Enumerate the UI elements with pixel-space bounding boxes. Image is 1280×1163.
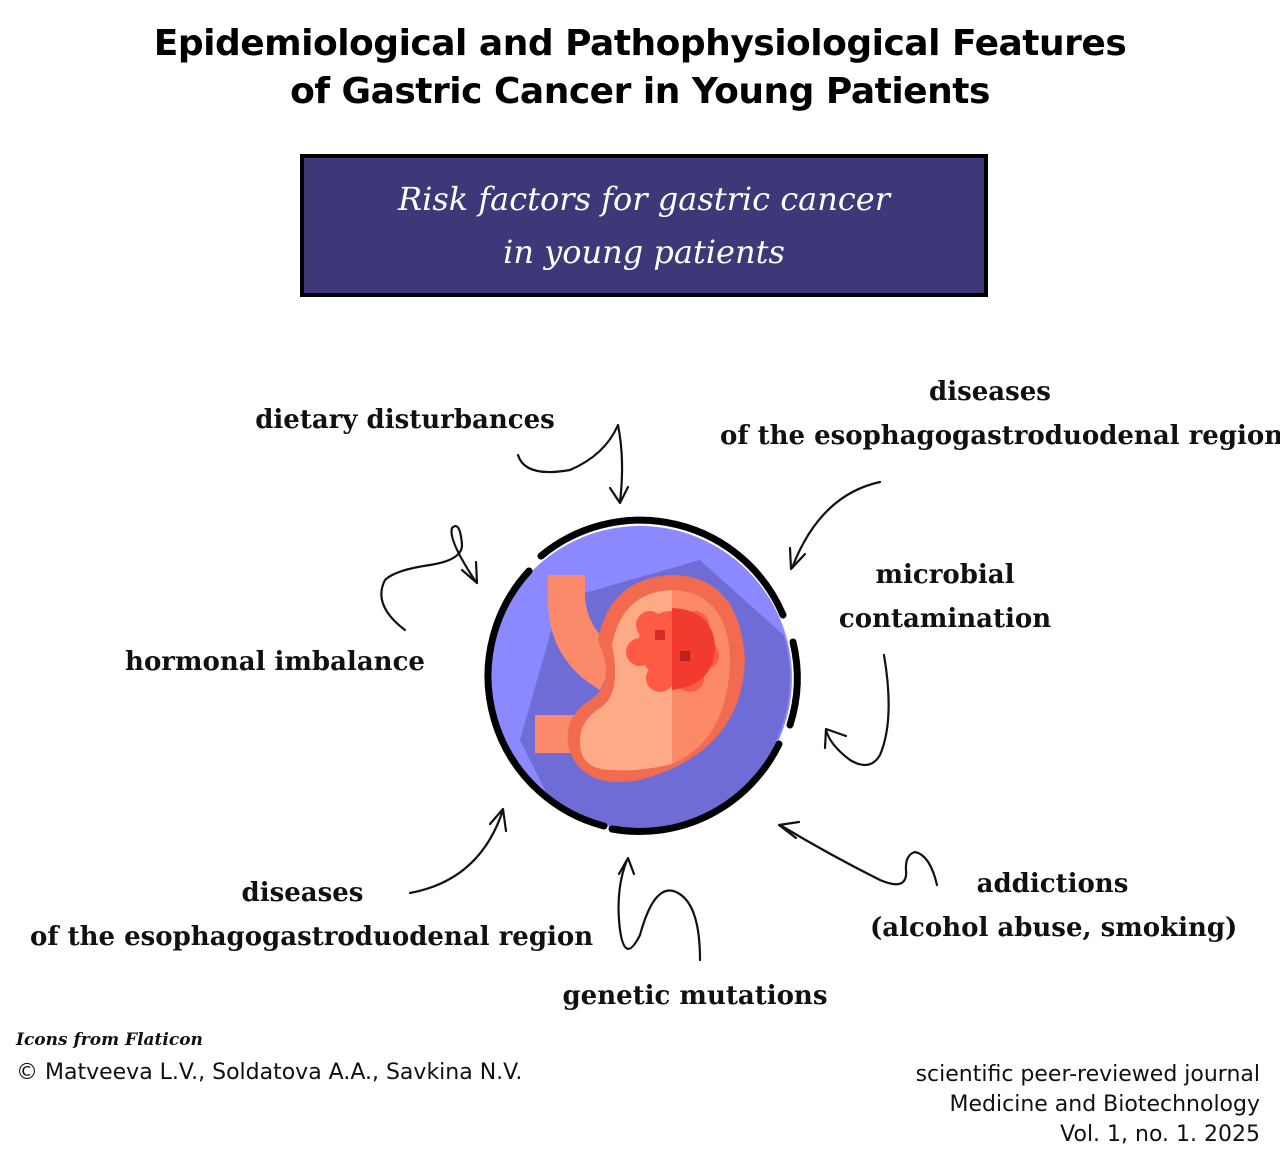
title-line-1: Epidemiological and Pathophysiological F… — [153, 23, 1127, 64]
label-esophago-top-line-2: of the esophagogastroduodenal region — [720, 421, 1280, 451]
label-microbial-line-1: microbial — [875, 560, 1015, 590]
arrow-dietary — [516, 423, 630, 505]
arrow-esophago-bottom — [408, 807, 508, 895]
label-esophago-bottom: diseases of the esophagogastroduodenal r… — [30, 871, 594, 959]
label-hormonal-imbalance: hormonal imbalance — [120, 640, 430, 684]
ring-segment-top — [537, 516, 787, 619]
label-esophago-bottom-line-2: of the esophagogastroduodenal region — [30, 922, 594, 952]
label-addictions-line-2: (alcohol abuse, smoking) — [870, 913, 1238, 943]
label-microbial-line-2: contamination — [838, 604, 1052, 634]
ring-segment-left — [484, 567, 608, 830]
page-title: Epidemiological and Pathophysiological F… — [0, 20, 1280, 116]
label-esophago-top: diseases of the esophagogastroduodenal r… — [720, 370, 1280, 458]
ring-segment-right — [786, 638, 801, 729]
arrow-addictions — [777, 820, 939, 887]
journal-line-1: scientific peer-reviewed journal — [915, 1062, 1260, 1087]
label-esophago-top-line-1: diseases — [929, 377, 1051, 407]
ring-segment-bottom — [608, 740, 783, 835]
label-dietary-text: dietary disturbances — [255, 405, 555, 435]
label-microbial-contamination: microbial contamination — [820, 553, 1070, 641]
stomach-with-tumor-icon — [484, 516, 801, 835]
tumor-icon — [626, 608, 719, 692]
journal-info: scientific peer-reviewed journal Medicin… — [916, 1060, 1260, 1150]
arrow-esophago-top — [788, 480, 882, 571]
arrow-microbial — [823, 653, 890, 767]
label-hormonal-text: hormonal imbalance — [125, 647, 425, 677]
icons-credit: Icons from Flaticon — [16, 1030, 203, 1050]
label-dietary-disturbances: dietary disturbances — [250, 398, 560, 442]
esophagus-shape — [548, 575, 620, 690]
title-line-2: of Gastric Cancer in Young Patients — [290, 71, 990, 112]
header-box-line-2: in young patients — [503, 232, 785, 271]
label-esophago-bottom-line-1: diseases — [241, 878, 364, 908]
label-genetic-mutations: genetic mutations — [555, 974, 835, 1018]
label-addictions: addictions (alcohol abuse, smoking) — [870, 862, 1238, 950]
header-box-line-1: Risk factors for gastric cancer — [398, 179, 890, 218]
copyright-text: © Matveeva L.V., Soldatova A.A., Savkina… — [16, 1060, 523, 1085]
label-addictions-line-1: addictions — [976, 869, 1129, 899]
arrow-hormonal — [380, 524, 479, 632]
label-genetic-text: genetic mutations — [562, 981, 828, 1011]
journal-line-2: Medicine and Biotechnology — [949, 1092, 1260, 1117]
journal-line-3: Vol. 1, no. 1. 2025 — [1060, 1122, 1260, 1147]
arrow-genetic — [617, 856, 702, 962]
risk-factors-header-box: Risk factors for gastric cancer in young… — [300, 154, 988, 297]
